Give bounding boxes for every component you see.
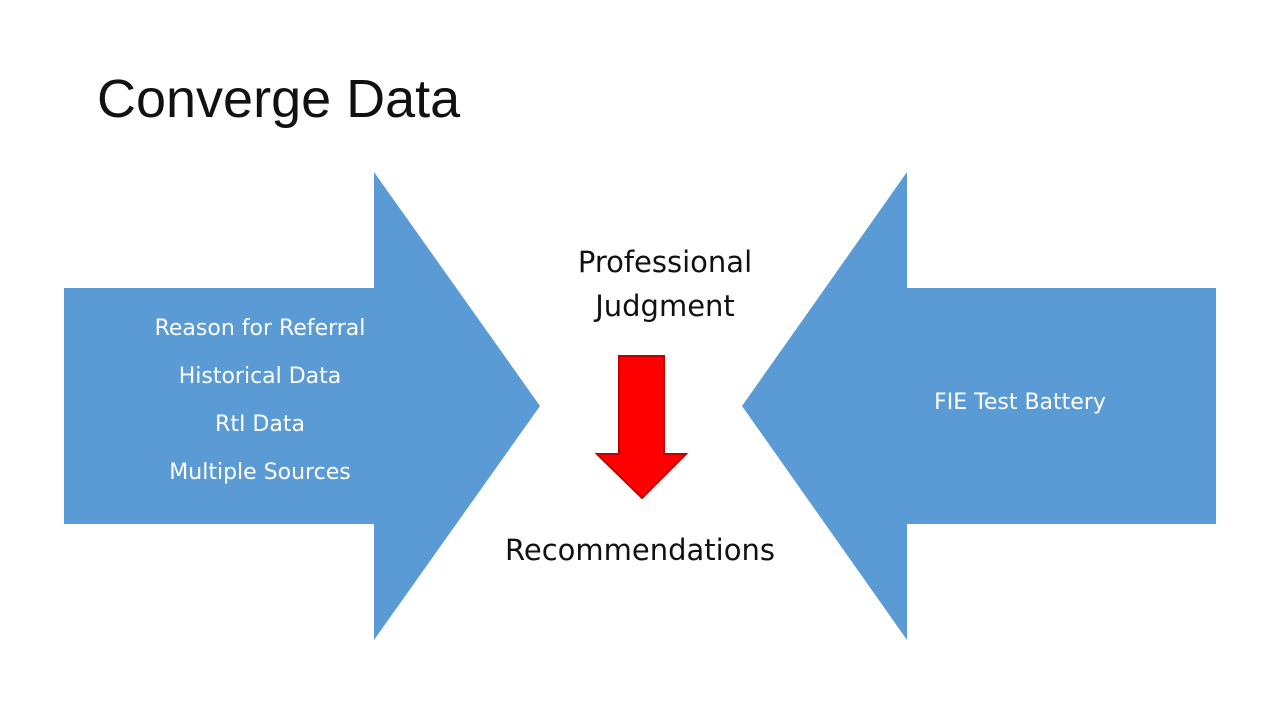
professional-judgment-label: Professional Judgment [530,240,800,328]
left-arrow-labels: Reason for Referral Historical Data RtI … [120,313,400,489]
left-arrow-shape [64,172,540,640]
center-top-line-1: Professional [577,245,753,279]
right-arrow-shape [742,172,1216,640]
left-arrow-item: Historical Data [178,364,342,389]
right-arrow-label: FIE Test Battery [934,390,1106,415]
center-top-line-2: Judgment [595,289,735,323]
left-arrow-item: Reason for Referral [154,316,366,341]
recommendations-label: Recommendations [505,533,775,567]
left-arrow-item: Multiple Sources [169,460,351,485]
left-arrow-item: RtI Data [215,412,305,437]
slide-title: Converge Data [97,69,461,129]
down-arrow-shape [594,355,689,500]
